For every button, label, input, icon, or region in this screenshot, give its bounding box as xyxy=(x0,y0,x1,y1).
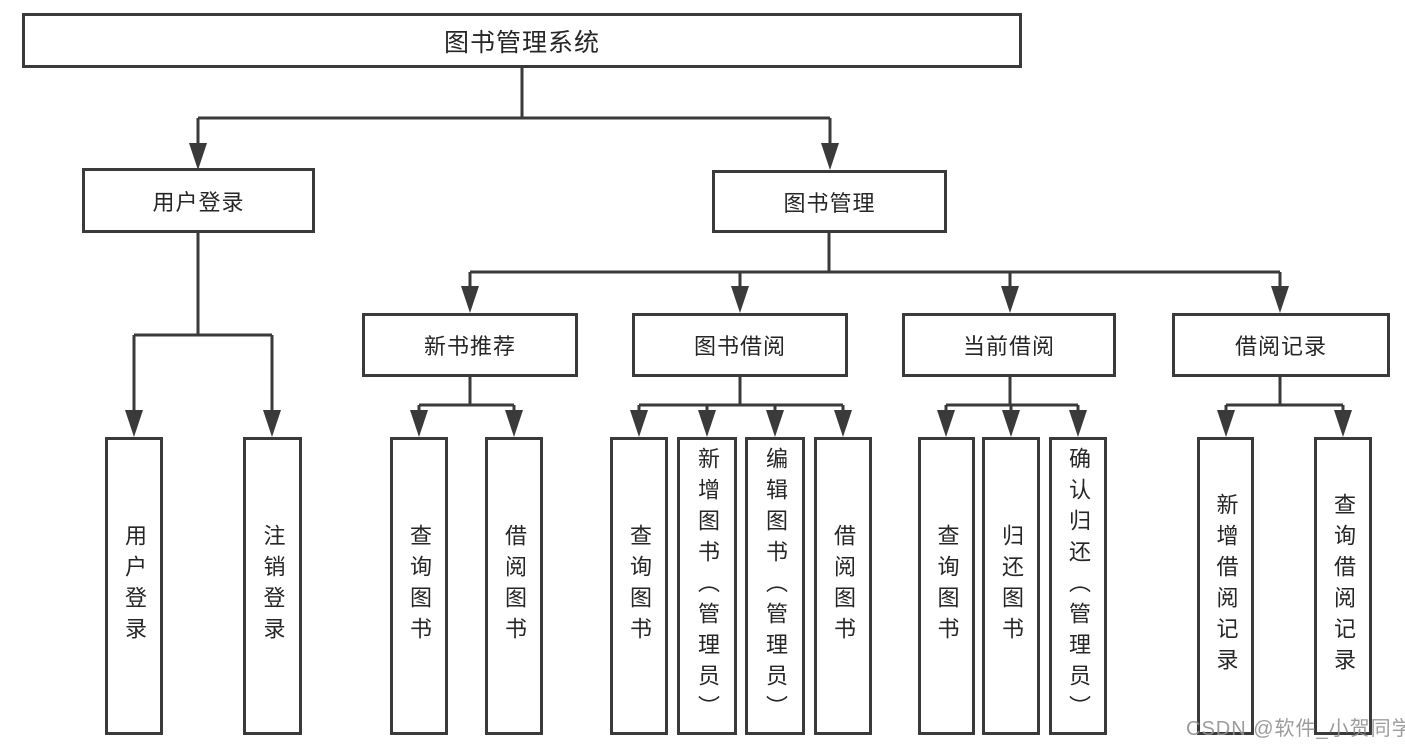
leaf-user-login: 用户登录 xyxy=(105,437,163,735)
leaf-query-borrow-record: 查询借阅记录 xyxy=(1314,437,1372,735)
leaf-query-book-borrow-label: 查询图书 xyxy=(627,524,652,648)
leaf-add-book-admin: 新增图书（管理员） xyxy=(677,437,737,735)
node-library-system-label: 图书管理系统 xyxy=(443,28,600,57)
leaf-logout: 注销登录 xyxy=(243,437,302,735)
node-borrow-record: 借阅记录 xyxy=(1172,313,1390,377)
leaf-borrow-book-recommend: 借阅图书 xyxy=(485,437,543,735)
node-book-management-label: 图书管理 xyxy=(783,190,876,216)
node-book-management: 图书管理 xyxy=(712,170,947,233)
leaf-confirm-return-admin: 确认归还（管理员） xyxy=(1049,437,1107,735)
leaf-return-book: 归还图书 xyxy=(982,437,1040,735)
node-book-borrow: 图书借阅 xyxy=(632,313,848,377)
leaf-query-book-recommend: 查询图书 xyxy=(390,437,448,735)
node-user-login: 用户登录 xyxy=(82,168,315,233)
node-user-login-label: 用户登录 xyxy=(152,189,245,215)
leaf-add-borrow-record-label: 新增借阅记录 xyxy=(1213,493,1239,679)
leaf-confirm-return-admin-label: 确认归还（管理员） xyxy=(1066,446,1091,726)
node-book-borrow-label: 图书借阅 xyxy=(693,334,786,359)
node-current-borrow-label: 当前借阅 xyxy=(962,334,1055,359)
leaf-user-login-label: 用户登录 xyxy=(122,524,147,648)
leaf-edit-book-admin: 编辑图书（管理员） xyxy=(745,437,805,735)
node-borrow-record-label: 借阅记录 xyxy=(1234,334,1327,359)
leaf-query-borrow-record-label: 查询借阅记录 xyxy=(1331,493,1356,679)
leaf-query-book-borrow: 查询图书 xyxy=(610,437,668,735)
leaf-edit-book-admin-label: 编辑图书（管理员） xyxy=(763,446,788,726)
leaf-query-book-current: 查询图书 xyxy=(918,437,975,735)
watermark: CSDN @软件_小贺同学 xyxy=(1186,718,1405,740)
leaf-return-book-label: 归还图书 xyxy=(999,524,1024,648)
node-library-system: 图书管理系统 xyxy=(22,13,1022,68)
leaf-add-book-admin-label: 新增图书（管理员） xyxy=(695,446,720,726)
node-new-book-recommend-label: 新书推荐 xyxy=(423,334,516,359)
leaf-query-book-recommend-label: 查询图书 xyxy=(407,524,432,648)
leaf-add-borrow-record: 新增借阅记录 xyxy=(1197,437,1254,735)
leaf-query-book-current-label: 查询图书 xyxy=(934,524,960,648)
node-new-book-recommend: 新书推荐 xyxy=(362,313,578,377)
node-current-borrow: 当前借阅 xyxy=(902,313,1116,377)
leaf-borrow-book: 借阅图书 xyxy=(814,437,872,735)
leaf-borrow-book-label: 借阅图书 xyxy=(831,524,856,648)
leaf-logout-label: 注销登录 xyxy=(260,524,286,648)
leaf-borrow-book-recommend-label: 借阅图书 xyxy=(502,524,527,648)
